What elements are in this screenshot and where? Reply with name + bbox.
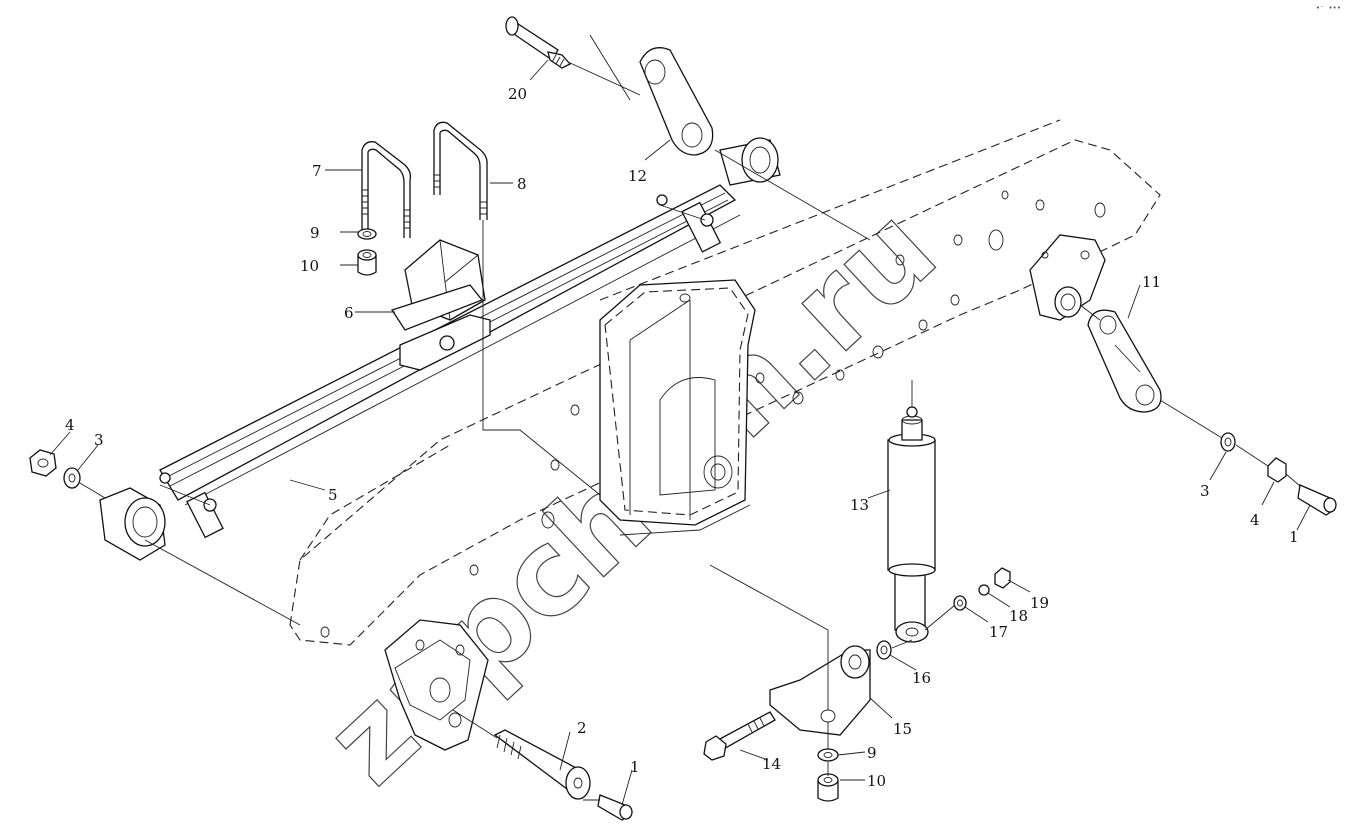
center-bracket <box>599 279 756 536</box>
washer-9-lower <box>817 748 839 762</box>
nut-10-upper <box>357 249 377 276</box>
u-bolt-8 <box>433 121 488 220</box>
pin-20 <box>505 16 572 69</box>
callout-17: 17 <box>989 623 1008 641</box>
callout-14: 14 <box>762 755 781 773</box>
callout-18: 18 <box>1009 607 1028 625</box>
grease-fitting-1-front <box>597 794 633 821</box>
washer-18 <box>978 584 990 596</box>
callout-2: 2 <box>577 719 587 737</box>
washer-16 <box>876 640 892 660</box>
washer-3-right <box>1220 432 1236 452</box>
bolt-14 <box>703 711 776 761</box>
callout-9-upper: 9 <box>310 224 320 242</box>
callout-10-lower: 10 <box>867 772 886 790</box>
pin-2 <box>493 729 591 800</box>
shock-bracket <box>769 645 871 736</box>
grease-fitting-1-right <box>1297 484 1337 516</box>
callout-15: 15 <box>893 720 912 738</box>
nut-10-lower <box>817 773 839 802</box>
shackle-12 <box>639 47 714 156</box>
u-bolt-7 <box>361 141 412 238</box>
callout-4-left: 4 <box>65 416 75 434</box>
nut-4-left <box>29 449 57 477</box>
shackle-11 <box>1087 309 1162 413</box>
callout-19: 19 <box>1030 594 1049 612</box>
washer-9-upper <box>357 228 377 240</box>
callout-3-left: 3 <box>94 431 104 449</box>
callout-12: 12 <box>628 167 647 185</box>
callout-4-right: 4 <box>1250 511 1260 529</box>
callout-16: 16 <box>912 669 931 687</box>
callout-9-lower: 9 <box>867 744 877 762</box>
callout-10-upper: 10 <box>300 257 319 275</box>
shock-absorber <box>887 398 936 643</box>
callout-3-right: 3 <box>1200 482 1210 500</box>
callout-8: 8 <box>517 175 527 193</box>
front-hanger-bracket <box>384 619 489 751</box>
washer-3-left <box>63 467 81 489</box>
callout-1-right: 1 <box>1289 528 1299 546</box>
assembly-lines <box>79 34 1301 801</box>
corner-mark: •⁻ ••• <box>1315 4 1341 12</box>
callout-labels: 7 9 10 6 8 20 12 11 13 4 3 5 2 1 3 4 1 1… <box>65 85 1299 790</box>
callout-20: 20 <box>508 85 527 103</box>
callout-11: 11 <box>1142 273 1161 291</box>
nut-19 <box>994 567 1011 589</box>
leader-lines <box>49 59 1311 806</box>
callout-13: 13 <box>850 496 869 514</box>
callout-6: 6 <box>344 304 354 322</box>
rear-hanger-bracket <box>1029 234 1106 321</box>
washer-17 <box>953 595 967 611</box>
callout-5: 5 <box>328 486 338 504</box>
spring-pad <box>390 239 491 371</box>
callout-7: 7 <box>312 162 322 180</box>
callout-1-front: 1 <box>630 758 640 776</box>
nut-4-right <box>1267 457 1287 483</box>
